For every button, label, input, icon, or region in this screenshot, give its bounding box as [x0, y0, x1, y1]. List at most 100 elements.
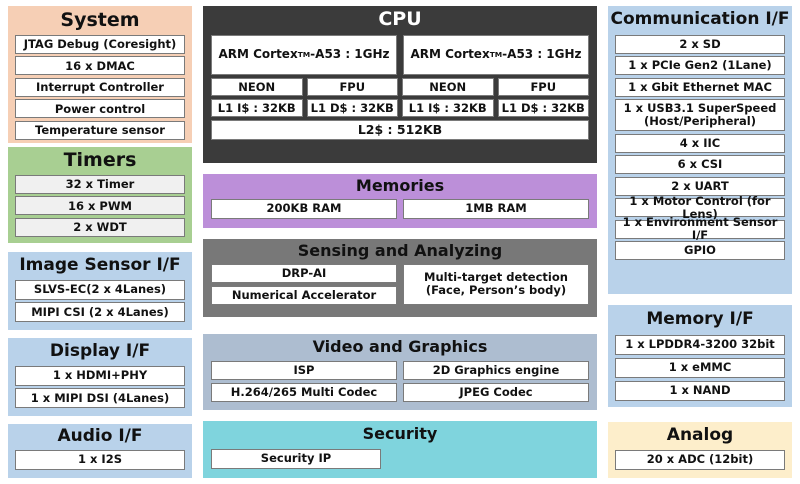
- panel-memories-title: Memories: [355, 176, 445, 195]
- panel-security-title: Security: [362, 424, 438, 443]
- block-fpu-0: FPU: [306, 77, 398, 96]
- block-timer: 32 x Timer: [15, 174, 185, 194]
- panel-memory-if-title: Memory I/F: [646, 309, 754, 329]
- block-l1-icache-1: L1 I$ : 32KB: [402, 98, 494, 117]
- block-slvs-ec: SLVS-EC(2 x 4Lanes): [15, 279, 185, 300]
- cpu-core-0-suffix: -A53 : 1GHz: [310, 47, 390, 62]
- block-pwm: 16 x PWM: [15, 196, 185, 216]
- panel-video-graphics-inner: ISP 2D Graphics engine H.264/265 Multi C…: [203, 360, 597, 411]
- block-2d-graphics-engine: 2D Graphics engine: [403, 360, 589, 380]
- block-hdmi-phy: 1 x HDMI+PHY: [15, 365, 185, 386]
- block-neon-0: NEON: [211, 77, 303, 96]
- block-isp: ISP: [211, 360, 397, 380]
- panel-memories-inner: 200KB RAM 1MB RAM: [203, 198, 597, 225]
- block-numerical-accelerator: Numerical Accelerator: [211, 285, 397, 305]
- block-adc: 20 x ADC (12bit): [615, 449, 785, 470]
- panel-memory-if: Memory I/F 1 x LPDDR4-3200 32bit 1 x eMM…: [608, 305, 792, 407]
- block-nand: 1 x NAND: [615, 380, 785, 401]
- panel-image-sensor-if-title: Image Sensor I/F: [19, 255, 181, 275]
- block-neon-1: NEON: [402, 77, 494, 96]
- block-ram-200kb: 200KB RAM: [211, 198, 397, 219]
- block-jpeg-codec: JPEG Codec: [403, 382, 589, 402]
- block-iic: 4 x IIC: [615, 133, 785, 153]
- panel-security: Security Security IP: [203, 421, 597, 478]
- block-l1-icache-0: L1 I$ : 32KB: [211, 98, 303, 117]
- panel-analog-title: Analog: [666, 425, 734, 445]
- video-row-0: ISP 2D Graphics engine: [211, 360, 589, 380]
- panel-system-list: JTAG Debug (Coresight) 16 x DMAC Interru…: [8, 34, 192, 148]
- block-ram-1mb: 1MB RAM: [403, 198, 589, 219]
- block-power-control: Power control: [15, 99, 185, 119]
- panel-timers-title: Timers: [63, 149, 137, 171]
- block-pcie-gen2: 1 x PCIe Gen2 (1Lane): [615, 56, 785, 76]
- block-sd: 2 x SD: [615, 34, 785, 54]
- panel-audio-if-list: 1 x I2S: [8, 449, 192, 475]
- cpu-unit-row: NEON FPU NEON FPU: [211, 77, 589, 96]
- video-row-1: H.264/265 Multi Codec JPEG Codec: [211, 382, 589, 402]
- panel-display-if-title: Display I/F: [49, 341, 151, 361]
- block-l1-dcache-1: L1 D$ : 32KB: [497, 98, 589, 117]
- block-drp-ai: DRP-AI: [211, 263, 397, 283]
- cpu-cache-row: L1 I$ : 32KB L1 D$ : 32KB L1 I$ : 32KB L…: [211, 98, 589, 117]
- block-multi-target-detection: Multi-target detection (Face, Person’s b…: [403, 263, 589, 305]
- panel-audio-if: Audio I/F 1 x I2S: [8, 424, 192, 478]
- block-uart: 2 x UART: [615, 176, 785, 196]
- panel-system: System JTAG Debug (Coresight) 16 x DMAC …: [8, 6, 192, 143]
- sensing-right-column: Multi-target detection (Face, Person’s b…: [403, 263, 589, 305]
- panel-memories: Memories 200KB RAM 1MB RAM: [203, 174, 597, 228]
- block-l2-cache: L2$ : 512KB: [211, 119, 589, 140]
- panel-audio-if-title: Audio I/F: [57, 426, 143, 446]
- panel-image-sensor-if-list: SLVS-EC(2 x 4Lanes) MIPI CSI (2 x 4Lanes…: [8, 279, 192, 330]
- cpu-core-1-suffix: -A53 : 1GHz: [502, 47, 582, 62]
- block-dmac: 16 x DMAC: [15, 56, 185, 76]
- panel-analog-list: 20 x ADC (12bit): [608, 449, 792, 475]
- block-lpddr4: 1 x LPDDR4-3200 32bit: [615, 334, 785, 355]
- panel-communication-if: Communication I/F 2 x SD 1 x PCIe Gen2 (…: [608, 6, 792, 294]
- panel-communication-if-list: 2 x SD 1 x PCIe Gen2 (1Lane) 1 x Gbit Et…: [608, 34, 792, 268]
- block-jtag-debug: JTAG Debug (Coresight): [15, 34, 185, 54]
- panel-display-if: Display I/F 1 x HDMI+PHY 1 x MIPI DSI (4…: [8, 338, 192, 416]
- block-l1-dcache-0: L1 D$ : 32KB: [306, 98, 398, 117]
- panel-sensing-analyzing-title: Sensing and Analyzing: [297, 241, 503, 260]
- block-emmc: 1 x eMMC: [615, 357, 785, 378]
- cpu-core-0-prefix: ARM Cortex: [218, 47, 298, 62]
- panel-security-inner: Security IP: [203, 448, 597, 475]
- panel-timers: Timers 32 x Timer 16 x PWM 2 x WDT: [8, 147, 192, 243]
- block-h264-265-codec: H.264/265 Multi Codec: [211, 382, 397, 402]
- panel-video-graphics: Video and Graphics ISP 2D Graphics engin…: [203, 334, 597, 410]
- block-mipi-dsi: 1 x MIPI DSI (4Lanes): [15, 388, 185, 409]
- block-wdt: 2 x WDT: [15, 217, 185, 237]
- panel-sensing-analyzing-inner: DRP-AI Numerical Accelerator Multi-targe…: [203, 263, 597, 311]
- block-fpu-1: FPU: [497, 77, 589, 96]
- panel-video-graphics-title: Video and Graphics: [312, 337, 488, 356]
- multi-target-detection-line1: Multi-target detection: [424, 270, 568, 285]
- block-security-ip: Security IP: [211, 448, 381, 469]
- panel-display-if-list: 1 x HDMI+PHY 1 x MIPI DSI (4Lanes): [8, 365, 192, 416]
- block-mipi-csi: MIPI CSI (2 x 4Lanes): [15, 302, 185, 323]
- block-gpio: GPIO: [615, 241, 785, 261]
- cpu-core-1-prefix: ARM Cortex: [410, 47, 490, 62]
- panel-image-sensor-if: Image Sensor I/F SLVS-EC(2 x 4Lanes) MIP…: [8, 252, 192, 330]
- block-motor-control: 1 x Motor Control (for Lens): [615, 195, 785, 220]
- block-csi: 6 x CSI: [615, 155, 785, 175]
- block-temperature-sensor: Temperature sensor: [15, 120, 185, 140]
- block-interrupt-controller: Interrupt Controller: [15, 77, 185, 97]
- panel-sensing-analyzing: Sensing and Analyzing DRP-AI Numerical A…: [203, 239, 597, 317]
- panel-cpu-title: CPU: [378, 8, 422, 30]
- usb31-line2: (Host/Peripheral): [643, 114, 756, 129]
- block-usb31-superspeed: 1 x USB3.1 SuperSpeed (Host/Peripheral): [615, 99, 785, 132]
- panel-communication-if-title: Communication I/F: [610, 9, 790, 29]
- block-i2s: 1 x I2S: [15, 449, 185, 470]
- block-gbit-ethernet-mac: 1 x Gbit Ethernet MAC: [615, 77, 785, 97]
- multi-target-detection-line2: (Face, Person’s body): [425, 283, 567, 298]
- block-environment-sensor-if: 1 x Environment Sensor I/F: [615, 216, 785, 242]
- panel-system-title: System: [60, 9, 140, 31]
- panel-analog: Analog 20 x ADC (12bit): [608, 422, 792, 478]
- sensing-left-column: DRP-AI Numerical Accelerator: [211, 263, 397, 305]
